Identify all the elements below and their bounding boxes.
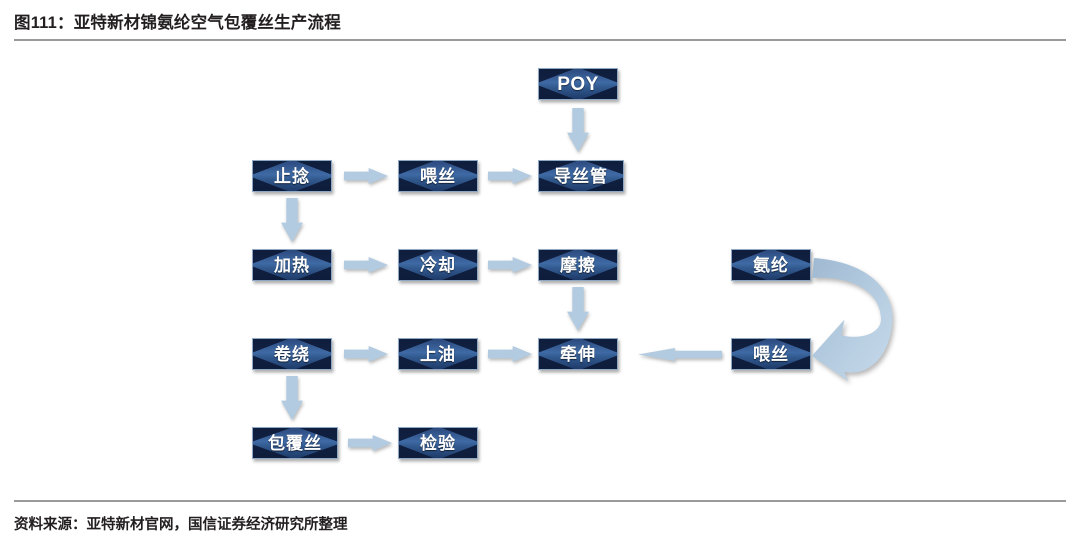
arrow-curved-clockwise-icon	[806, 252, 902, 382]
flow-node-baofusi[interactable]: 包覆丝	[252, 427, 338, 459]
arrow-right-icon	[344, 344, 388, 364]
source-note: 资料来源：亚特新材官网，国信证券经济研究所整理	[14, 517, 348, 533]
flow-node-jianyan[interactable]: 检验	[398, 427, 478, 459]
arrow-right-icon	[488, 166, 532, 186]
flow-node-zhinian[interactable]: 止捻	[252, 160, 332, 192]
arrow-down-icon	[565, 108, 591, 152]
flow-node-lengque[interactable]: 冷却	[398, 249, 478, 281]
figure-title: 图111：亚特新材锦氨纶空气包覆丝生产流程	[14, 14, 341, 32]
arrow-right-icon	[348, 433, 392, 453]
arrow-right-icon	[344, 255, 388, 275]
arrow-down-icon	[279, 198, 305, 242]
source-divider	[14, 500, 1066, 502]
flow-node-jiare[interactable]: 加热	[252, 249, 332, 281]
arrow-right-icon	[488, 255, 532, 275]
arrow-down-icon	[279, 376, 305, 420]
flow-node-shangyou[interactable]: 上油	[398, 338, 478, 370]
arrow-down-icon	[565, 287, 591, 331]
flow-node-mocha[interactable]: 摩擦	[538, 249, 618, 281]
flow-node-anlun[interactable]: 氨纶	[731, 249, 811, 281]
flow-node-weisi-top[interactable]: 喂丝	[398, 160, 478, 192]
arrow-right-icon	[344, 166, 388, 186]
title-divider	[14, 39, 1066, 41]
flow-node-weisi-right[interactable]: 喂丝	[731, 338, 811, 370]
flow-node-daosiguan[interactable]: 导丝管	[538, 160, 624, 192]
flow-node-qianshen[interactable]: 牵伸	[538, 338, 618, 370]
flow-node-poy[interactable]: POY	[538, 68, 618, 100]
flowchart-diagram: POY 止捻 喂丝 导丝管 加热 冷却 摩擦 氨纶 卷绕 上油 牵伸 喂丝 包覆…	[0, 46, 1080, 496]
flow-node-juanrao[interactable]: 卷绕	[252, 338, 332, 370]
arrow-right-icon	[488, 344, 532, 364]
arrow-left-icon	[638, 346, 722, 363]
